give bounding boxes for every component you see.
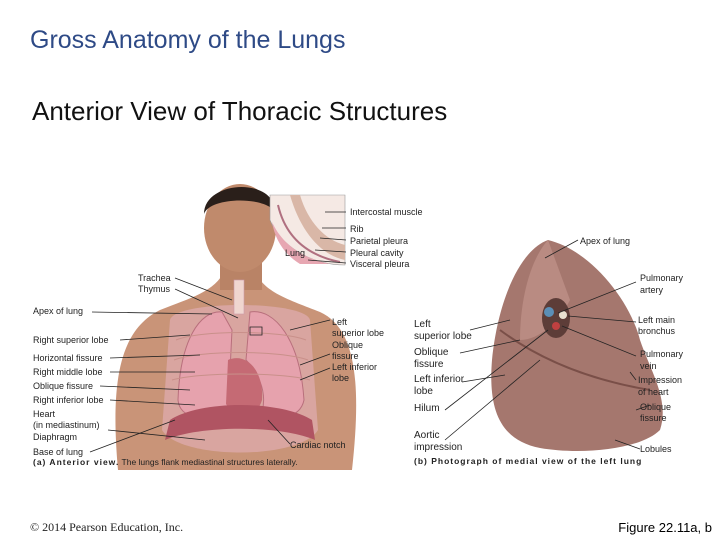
cardiac-notch-label: Cardiac notch [290,440,346,450]
pulmonary-vein-marker [552,322,560,330]
bronchus-marker [559,311,567,319]
inset-muscle-layer [290,195,345,260]
pulmonary-artery-label-1: Pulmonary [640,273,684,283]
left-superior-lobe-a-label-1: Left [332,317,348,327]
inset-lung-tissue [272,222,330,264]
heart-mediastinum-label: (in mediastinum) [33,420,100,430]
caption-a-bold: (a) Anterior view. [33,457,120,467]
oblique-fissure-a-label: Oblique fissure [33,381,94,391]
left-main-bronchus-label-2: bronchus [638,326,676,336]
right-inferior-lobe-label: Right inferior lobe [33,395,104,405]
parietal-pleura-label: Parietal pleura [350,236,409,246]
head-shape [204,184,276,272]
impression-of-heart-label-1: Impression [638,375,683,385]
pleural-cavity-label: Pleural cavity [350,248,404,258]
oblique-fissure-b-label-2: fissure [414,359,444,370]
torso-illustration [115,184,357,470]
intercostal-muscle-label: Intercostal muscle [350,207,423,217]
hilum-shape [542,298,570,338]
inset-pleura-line [277,204,341,263]
left-inferior-lobe-b-label-1: Left inferior [414,374,465,385]
hilum-label: Hilum [414,403,440,414]
leader-lines-a [89,211,347,453]
rib-lines [171,332,311,381]
trachea-shape [233,279,245,315]
impression-of-heart-label-2: of heart [638,387,669,397]
inset-lung-label: Lung [285,248,306,258]
left-superior-lobe-b-label-2: superior lobe [414,331,472,342]
apex-of-lung-b-label: Apex of lung [580,236,631,246]
caption-a-text: The lungs flank mediastinal structures l… [119,457,298,467]
diaphragm-label: Diaphragm [33,432,78,442]
slide-subtitle: Anterior View of Thoracic Structures [32,96,448,126]
slide-title: Gross Anatomy of the Lungs [30,26,346,54]
pulmonary-vein-label-2: vein [640,361,657,371]
left-superior-lobe-a-label-2: superior lobe [332,328,385,338]
left-inferior-lobe-b-label-2: lobe [414,386,433,397]
left-superior-lobe-b-label-1: Left [414,319,431,330]
horizontal-fissure-label: Horizontal fissure [33,353,103,363]
heart-label: Heart [33,409,56,419]
base-of-lung-label: Base of lung [33,447,84,457]
leader-lines-b [444,239,651,450]
aortic-impression-label-1: Aortic [414,430,440,441]
caption-b: (b) Photograph of medial view of the lef… [414,456,643,466]
oblique-fissure-b-label-1: Oblique [414,347,449,358]
copyright-notice: © 2014 Pearson Education, Inc. [30,520,184,534]
oblique-fissure-c-label-1: Oblique [640,402,672,412]
hair-shape [204,186,276,214]
oblique-fissure-c-label-2: fissure [640,413,667,423]
pulmonary-vein-label-1: Pulmonary [640,349,684,359]
lung-photo-fissure [499,329,651,391]
figure-label: Figure 22.11a, b [618,520,712,535]
diaphragm-shape [165,405,315,440]
caption-a: (a) Anterior view. The lungs flank media… [33,457,298,467]
left-inferior-lobe-a-label-1: Left inferior [332,362,378,372]
oblique-fissure-left-label-1: Oblique [332,340,364,350]
pulmonary-artery-marker [544,307,554,317]
left-inferior-lobe-a-label-2: lobe [332,373,350,383]
right-middle-lobe-label: Right middle lobe [33,367,103,377]
apex-of-lung-a-label: Apex of lung [33,306,84,316]
visceral-pleura-label: Visceral pleura [350,259,410,269]
left-main-bronchus-label-1: Left main [638,315,676,325]
lobules-label: Lobules [640,444,672,454]
pulmonary-artery-label-2: artery [640,285,664,295]
aortic-impression-label-2: impression [414,442,463,453]
lung-photograph [472,236,720,451]
thymus-label: Thymus [138,284,171,294]
right-superior-lobe-label: Right superior lobe [33,335,109,345]
rib-label: Rib [350,224,364,234]
trachea-label: Trachea [138,273,171,283]
oblique-fissure-left-label-2: fissure [332,351,359,361]
pleura-inset [269,194,346,266]
heart-shape [226,358,263,416]
